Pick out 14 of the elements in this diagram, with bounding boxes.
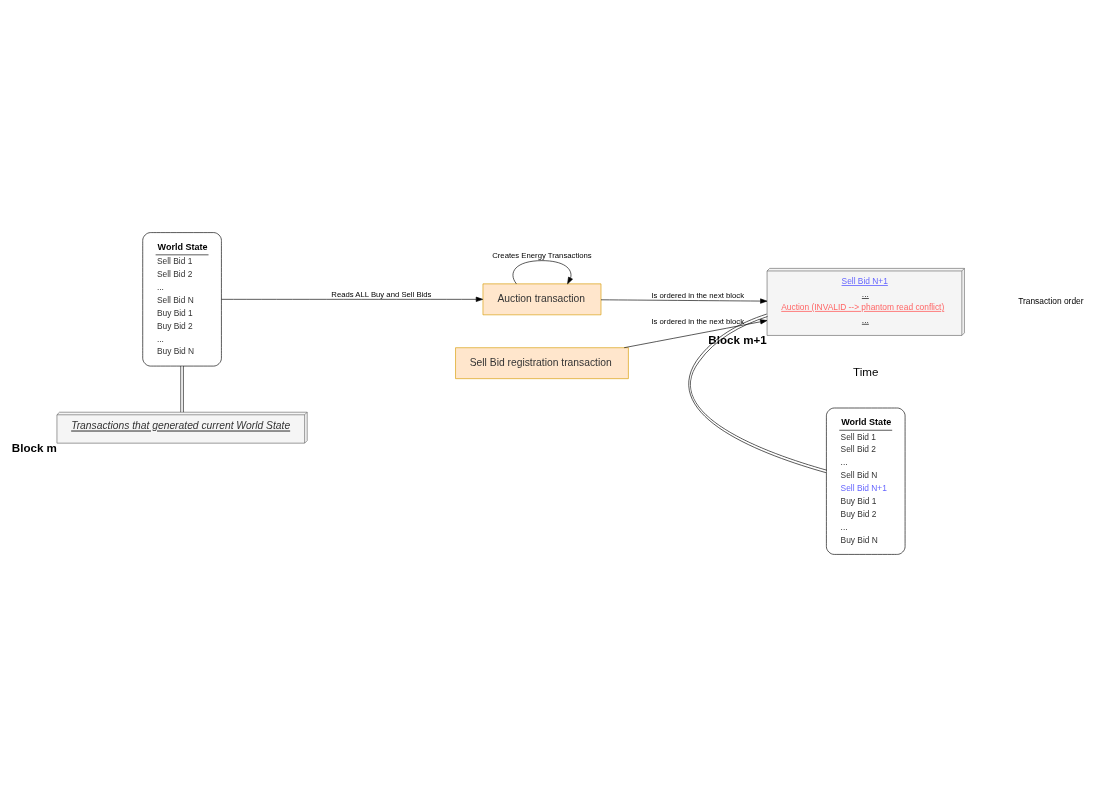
node-box: World State Sell Bid 1 Sell Bid 2 ... Sell Bid N Sell Bid N+1 Buy Bid 1 Buy Bid 2 ... Buy Bid N [826, 407, 906, 555]
node-label: Block m+1 [708, 333, 767, 347]
node-box: Auction transaction [482, 283, 602, 316]
node-box: Sell Bid registration transaction [455, 347, 629, 379]
arrow [221, 296, 483, 302]
arrow [623, 319, 768, 348]
arrow [600, 298, 768, 304]
connector [180, 365, 184, 413]
label: Transaction order [1018, 296, 1084, 307]
label: Time [853, 364, 879, 378]
connector [688, 313, 827, 473]
arrow [512, 260, 573, 285]
node-box: World State Sell Bid 1 Sell Bid 2 ... Sell Bid N Buy Bid 1 Buy Bid 2 ... Buy Bid N [142, 232, 222, 367]
node-label: Block m [11, 440, 57, 454]
